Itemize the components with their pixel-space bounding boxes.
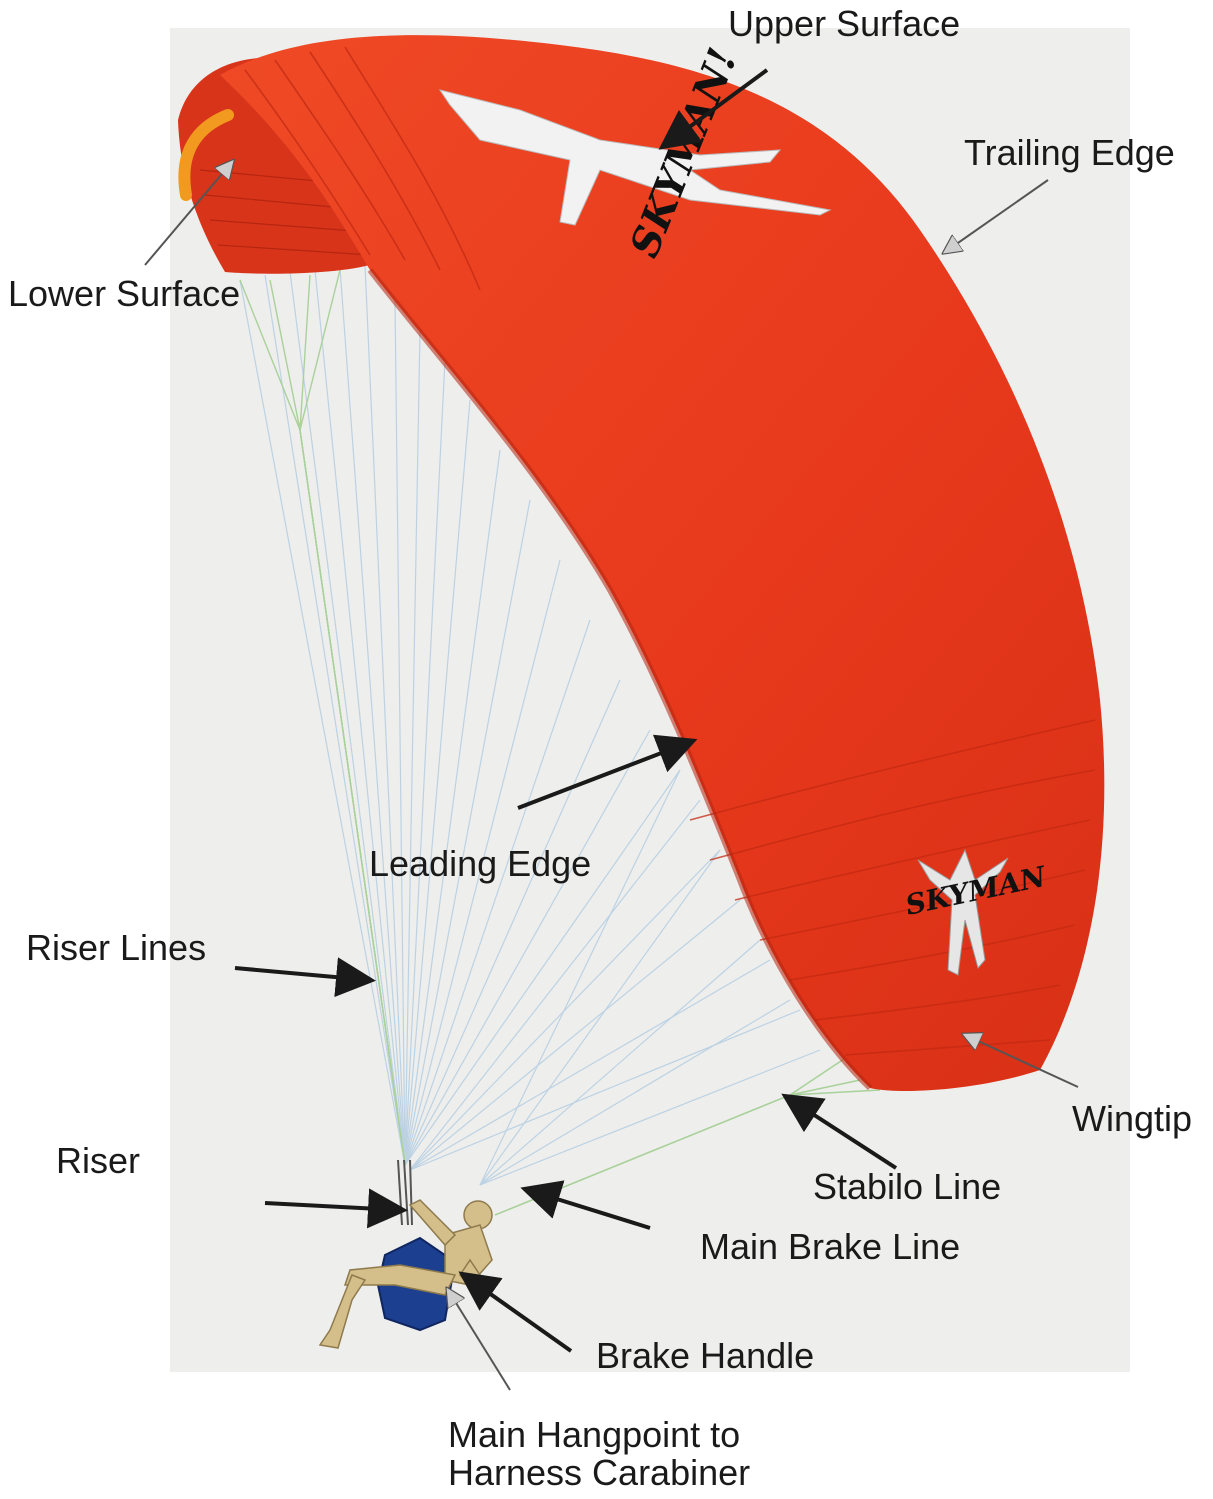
label-brake-handle: Brake Handle (596, 1337, 814, 1375)
label-main-hangpoint-line1: Main Hangpoint to (448, 1416, 750, 1454)
label-main-hangpoint: Main Hangpoint to Harness Carabiner (448, 1416, 750, 1492)
label-riser: Riser (56, 1142, 140, 1180)
label-wingtip: Wingtip (1072, 1100, 1192, 1138)
label-lower-surface: Lower Surface (8, 275, 240, 313)
label-main-hangpoint-line2: Harness Carabiner (448, 1454, 750, 1492)
label-riser-lines: Riser Lines (26, 929, 206, 967)
label-main-brake-line: Main Brake Line (700, 1228, 960, 1266)
label-upper-surface: Upper Surface (728, 5, 960, 43)
label-leading-edge: Leading Edge (369, 845, 591, 883)
label-stabilo-line: Stabilo Line (813, 1168, 1001, 1206)
label-trailing-edge: Trailing Edge (964, 134, 1175, 172)
